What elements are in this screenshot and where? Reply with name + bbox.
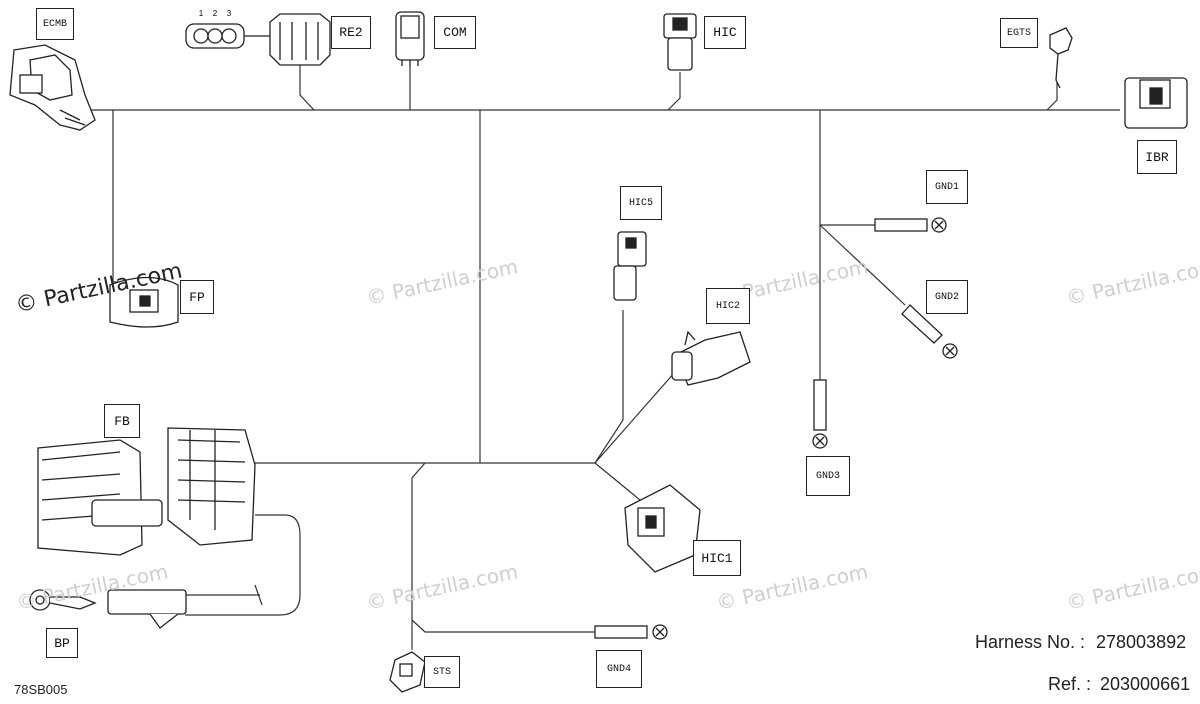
figure-id: 78SB005 [14, 682, 68, 697]
re2-connector [185, 13, 331, 66]
sts-switch [389, 651, 426, 693]
label-hic2: HIC2 [706, 288, 750, 324]
label-hic1: HIC1 [693, 540, 741, 576]
gnd2-wire [819, 224, 906, 306]
gnd4-wire [411, 619, 595, 633]
pin-number: 2 [213, 9, 218, 18]
hic-branch-wire [667, 72, 681, 111]
fb-fuse-box [37, 427, 256, 556]
gnd1-terminal [874, 217, 947, 233]
ibr-connector [1124, 77, 1188, 129]
re2-branch-wire [299, 65, 315, 111]
ecmb-connector [9, 44, 96, 131]
bp-terminal [29, 589, 187, 629]
bp-loop-wire [185, 514, 301, 616]
label-egts: EGTS [1000, 18, 1038, 48]
hic1-connector [624, 484, 701, 573]
com-connector [395, 11, 425, 66]
hic2-wire [594, 371, 676, 464]
label-re2: RE2 [331, 16, 371, 49]
pin-number: 1 [199, 9, 204, 18]
label-gnd2: GND2 [926, 280, 968, 314]
fp-branch-wire [112, 110, 140, 283]
gnd4-terminal [594, 624, 668, 640]
fp-connector [109, 276, 179, 328]
harness-number-value: 278003892 [1096, 632, 1187, 652]
label-com: COM [434, 16, 476, 49]
egts-branch-wire [1046, 80, 1058, 111]
label-gnd1: GND1 [926, 170, 968, 204]
label-sts: STS [424, 656, 460, 688]
harness-ref-value: 203000661 [1100, 674, 1191, 694]
harness-ref-label: Ref. : [1048, 674, 1092, 694]
pin-number: 3 [227, 9, 232, 18]
hic2-connector [671, 330, 751, 386]
hic1-wire [594, 462, 641, 501]
hic5-connector [613, 231, 647, 301]
label-ibr: IBR [1137, 140, 1177, 174]
gnd3-terminal [812, 379, 828, 449]
label-bp: BP [46, 628, 78, 658]
label-hic5: HIC5 [620, 186, 662, 220]
egts-sensor [1049, 27, 1073, 89]
sts-wire [411, 462, 426, 650]
gnd2-terminal [901, 304, 958, 359]
hic5-wire [594, 310, 624, 464]
harness-number-label: Harness No. : [975, 632, 1086, 652]
label-gnd4: GND4 [596, 650, 642, 688]
label-fp: FP [180, 280, 214, 314]
label-gnd3: GND3 [806, 456, 850, 496]
hic-connector [663, 13, 697, 71]
label-fb: FB [104, 404, 140, 438]
label-ecmb: ECMB [36, 8, 74, 40]
label-hic: HIC [704, 16, 746, 49]
bp-wire-break [185, 584, 263, 606]
